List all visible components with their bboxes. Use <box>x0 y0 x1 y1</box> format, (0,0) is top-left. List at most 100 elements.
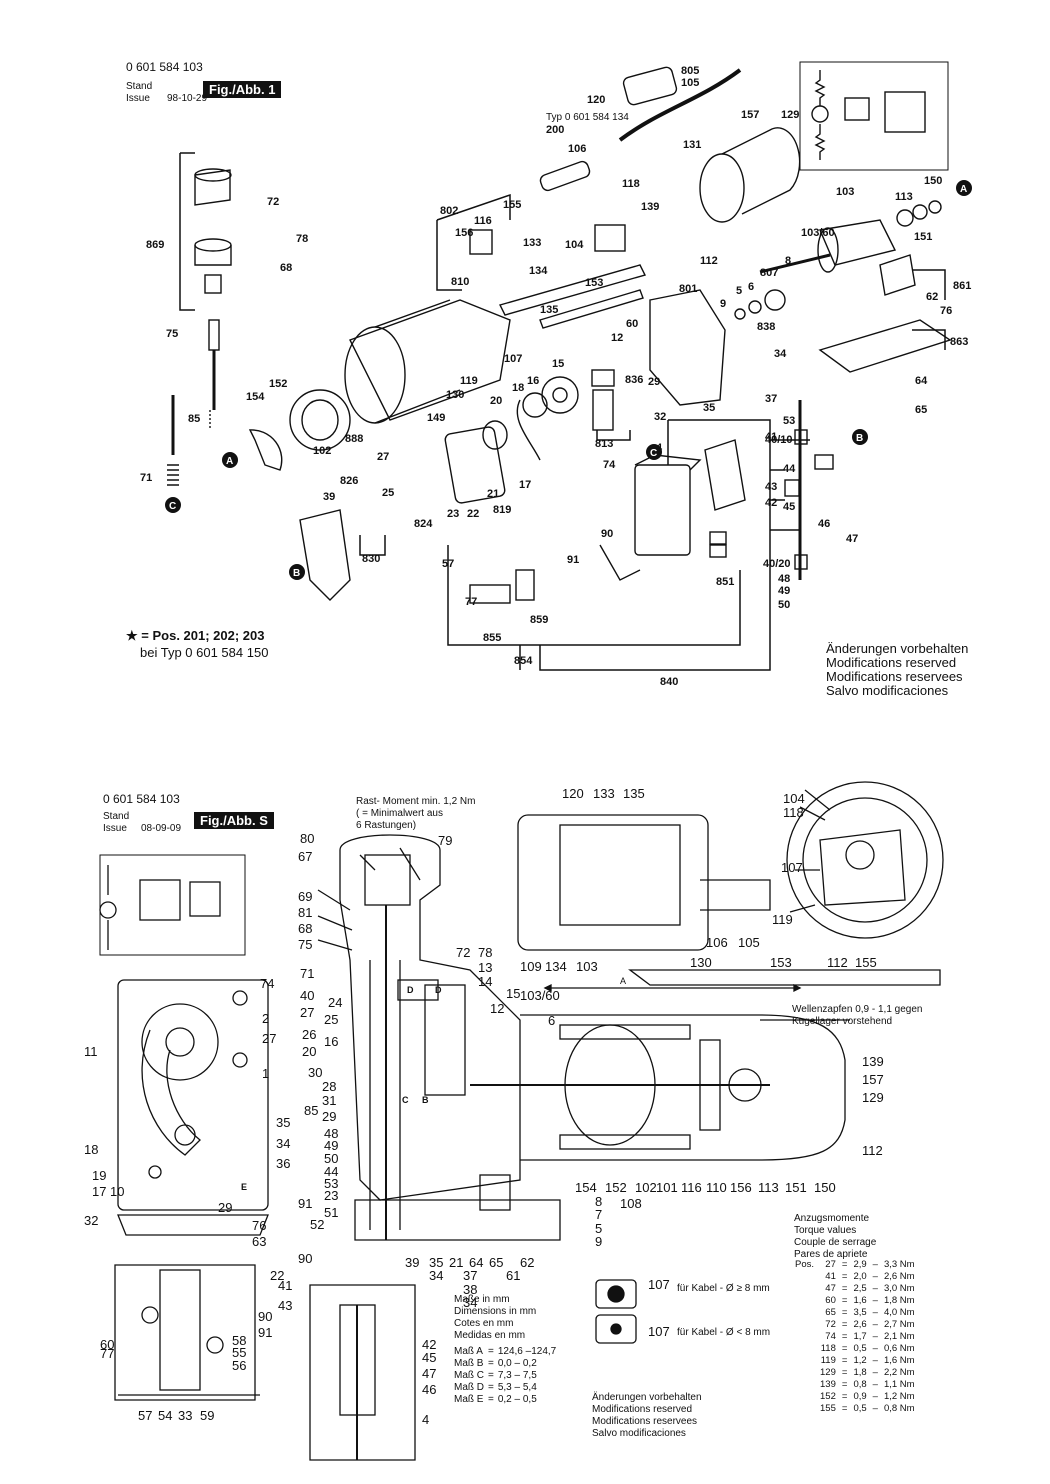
svg-text:B: B <box>856 433 863 444</box>
reserved-fr: Modifications reservees <box>826 669 963 684</box>
section-label-118: 118 <box>783 805 804 820</box>
section-label-120: 120 <box>562 786 584 801</box>
part-label-107: 107 <box>504 353 522 365</box>
section-label-63: 63 <box>252 1234 266 1249</box>
part-label-62: 62 <box>926 291 938 303</box>
section-label-16: 16 <box>324 1034 338 1049</box>
part-label-71: 71 <box>140 472 152 484</box>
sheet2-part-number: 0 601 584 103 <box>103 792 180 806</box>
dims-row: Maß B=0,0 – 0,2 <box>452 1358 558 1370</box>
section-label-46: 46 <box>422 1382 436 1397</box>
torque-min: 0,8 <box>853 1379 867 1390</box>
torque-pos: 152 <box>820 1391 836 1402</box>
section-label-106: 106 <box>706 935 728 950</box>
part-label-6: 6 <box>748 281 754 293</box>
section-label-32: 32 <box>84 1213 98 1228</box>
dims-header-line: Maße in mm <box>454 1294 510 1305</box>
dims-header-line: Cotes en mm <box>454 1318 514 1329</box>
dims-row: Maß E=0,2 – 0,5 <box>452 1394 558 1406</box>
torque-pos-label <box>792 1271 817 1283</box>
torque-dash: – <box>872 1391 878 1402</box>
svg-text:D: D <box>407 985 414 995</box>
part-label-64: 64 <box>915 375 928 387</box>
section-label-35: 35 <box>429 1255 443 1270</box>
part-label-838: 838 <box>757 321 775 333</box>
section-label-58: 58 <box>232 1333 246 1348</box>
part-label-15: 15 <box>552 358 564 370</box>
part-label-20: 20 <box>490 395 502 407</box>
section-label-39: 39 <box>405 1255 419 1270</box>
torque-row: 139=0,8–1,1 Nm <box>792 1379 918 1391</box>
section-label-21: 21 <box>449 1255 463 1270</box>
torque-dash: – <box>872 1355 878 1366</box>
section-label-85: 85 <box>304 1103 318 1118</box>
section-label-31: 31 <box>322 1093 336 1108</box>
part-label-39: 39 <box>323 491 335 503</box>
section-label-107: 107 <box>648 1324 670 1339</box>
part-label-157: 157 <box>741 109 759 121</box>
section-label-103-60: 103/60 <box>520 988 560 1003</box>
section-label-5: 5 <box>595 1221 602 1236</box>
section-label-107: 107 <box>781 860 803 875</box>
section-label-152: 152 <box>605 1180 627 1195</box>
torque-min: 0,5 <box>853 1403 867 1414</box>
torque-min: 2,6 <box>853 1319 867 1330</box>
part-label-129: 129 <box>781 109 799 121</box>
torque-row: 65=3,5–4,0 Nm <box>792 1307 918 1319</box>
torque-pos-label <box>792 1283 817 1295</box>
torque-min: 0,5 <box>853 1343 867 1354</box>
section-label-112: 112 <box>862 1143 883 1158</box>
torque-dash: – <box>872 1283 878 1294</box>
star-note-line2: bei Typ 0 601 584 150 <box>140 645 269 660</box>
section-label-91: 91 <box>258 1325 272 1340</box>
part-label-139: 139 <box>641 201 659 213</box>
part-label-42: 42 <box>765 497 777 509</box>
dims-eq: = <box>488 1382 494 1393</box>
torque-header-line: Pares de apriete <box>794 1249 868 1260</box>
section-label-36: 36 <box>276 1156 290 1171</box>
dims-header-line: Dimensions in mm <box>454 1306 537 1317</box>
section-label-156: 156 <box>730 1180 752 1195</box>
part-label-8: 8 <box>785 255 791 267</box>
dims-name: Maß E <box>454 1394 484 1405</box>
svg-text:B: B <box>422 1095 429 1105</box>
torque-max: 2,2 Nm <box>883 1367 915 1378</box>
torque-header: Anzugsmomente Torque values Couple de se… <box>794 1213 876 1261</box>
sheet1-reserved-notes: Änderungen vorbehalten Modifications res… <box>826 642 968 698</box>
part-label-5: 5 <box>736 285 742 297</box>
section-label-157: 157 <box>862 1072 884 1087</box>
torque-max: 3,3 Nm <box>883 1259 915 1270</box>
torque-eq: = <box>841 1295 848 1306</box>
torque-header-line: Couple de serrage <box>794 1237 877 1248</box>
section-label-17: 17 <box>92 1184 106 1199</box>
torque-pos-label <box>792 1319 817 1331</box>
part-label-34: 34 <box>774 348 787 360</box>
sheet2-fig-label: Fig./Abb. S <box>194 812 274 829</box>
part-label-41: 41 <box>765 431 777 443</box>
part-label-118: 118 <box>622 178 640 190</box>
dims-value: 7,3 – 7,5 <box>497 1370 537 1381</box>
section-label-153: 153 <box>770 955 792 970</box>
section-label-29: 29 <box>322 1109 336 1124</box>
reserved-en: Modifications reserved <box>826 655 957 670</box>
torque-row: 74=1,7–2,1 Nm <box>792 1331 918 1343</box>
torque-min: 3,5 <box>853 1307 867 1318</box>
section-label-90: 90 <box>298 1251 312 1266</box>
part-label-130: 130 <box>446 389 464 401</box>
part-label-131: 131 <box>683 139 701 151</box>
torque-dash: – <box>872 1403 878 1414</box>
exploded-view-drawing: A A B B C C 8051051202001311571291061181… <box>140 61 972 688</box>
section-label-12: 12 <box>490 1001 504 1016</box>
torque-row: 155=0,5–0,8 Nm <box>792 1403 918 1415</box>
section-label-105: 105 <box>738 935 760 950</box>
part-label-49: 49 <box>778 585 790 597</box>
part-label-826: 826 <box>340 475 358 487</box>
torque-dash: – <box>872 1319 878 1330</box>
part-label-4: 4 <box>656 442 663 454</box>
section-label-91: 91 <box>298 1196 312 1211</box>
typ-note: Typ 0 601 584 134 <box>546 112 629 123</box>
section-label-27: 27 <box>300 1005 314 1020</box>
torque-dash: – <box>872 1343 878 1354</box>
torque-row: 47=2,5–3,0 Nm <box>792 1283 918 1295</box>
